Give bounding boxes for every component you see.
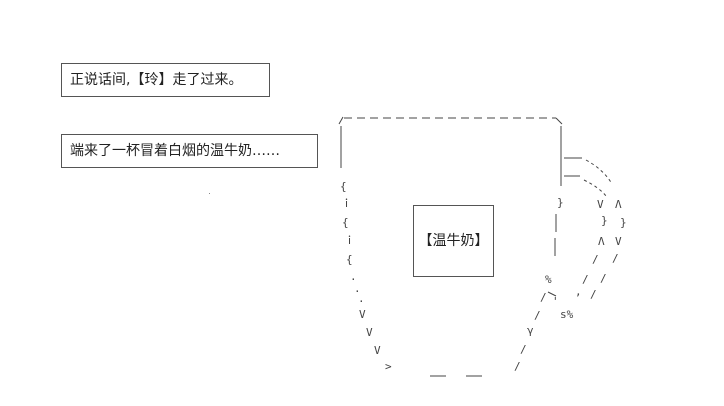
- svg-text:V: V: [615, 235, 622, 248]
- svg-text:/: /: [534, 309, 541, 322]
- cup-left-side: { ｉ { ｉ { . . . V V V >: [340, 126, 392, 373]
- svg-text:{: {: [346, 253, 353, 266]
- svg-text:/: /: [514, 360, 521, 373]
- svg-text:/: /: [540, 291, 547, 304]
- svg-text:>: >: [385, 360, 392, 373]
- svg-text:/: /: [590, 288, 597, 301]
- svg-text:}: }: [620, 216, 627, 229]
- svg-text:{: {: [340, 180, 347, 193]
- svg-text:ｉ: ｉ: [344, 234, 355, 247]
- cup-label-text: 【温牛奶】: [418, 233, 489, 249]
- caption-text-1: 正说话间,【玲】走了过来。: [70, 72, 243, 88]
- svg-text:/: /: [592, 253, 599, 266]
- svg-text:Λ: Λ: [598, 235, 605, 248]
- stray-dot: [209, 193, 210, 194]
- svg-text:Λ: Λ: [615, 198, 622, 211]
- caption-text-2: 端来了一杯冒着白烟的温牛奶……: [70, 143, 280, 159]
- svg-text:/: /: [612, 252, 619, 265]
- cup-rim-left-corner: [338, 116, 344, 125]
- cup-right-side: } % / / γ / /: [514, 126, 564, 373]
- svg-text:V: V: [359, 308, 366, 321]
- svg-text:V: V: [597, 198, 604, 211]
- svg-text:{: {: [342, 216, 349, 229]
- svg-text:.: .: [358, 292, 365, 305]
- svg-text:}: }: [557, 196, 564, 209]
- cup-rim-right-corner: [555, 117, 563, 125]
- svg-text:,: ,: [575, 285, 582, 298]
- cup-handle: V Λ } } Λ V / / / / , / s% ': [547, 157, 627, 321]
- svg-text:/: /: [520, 343, 527, 356]
- cup-label-box: 【温牛奶】: [413, 205, 494, 277]
- svg-text:.: .: [350, 270, 357, 283]
- svg-text:/: /: [600, 272, 607, 285]
- svg-text:}: }: [601, 214, 608, 227]
- caption-box-2: 端来了一杯冒着白烟的温牛奶……: [61, 134, 318, 168]
- svg-text:/: /: [582, 273, 589, 286]
- svg-text:%: %: [545, 273, 552, 286]
- svg-text:γ: γ: [527, 324, 534, 337]
- svg-text:V: V: [374, 344, 381, 357]
- steam-mark-2: s%: [560, 308, 574, 321]
- caption-box-1: 正说话间,【玲】走了过来。: [61, 63, 270, 97]
- svg-text:ｉ: ｉ: [341, 197, 352, 210]
- svg-text:V: V: [366, 326, 373, 339]
- svg-text:': ': [552, 295, 559, 308]
- svg-text:.: .: [354, 282, 361, 295]
